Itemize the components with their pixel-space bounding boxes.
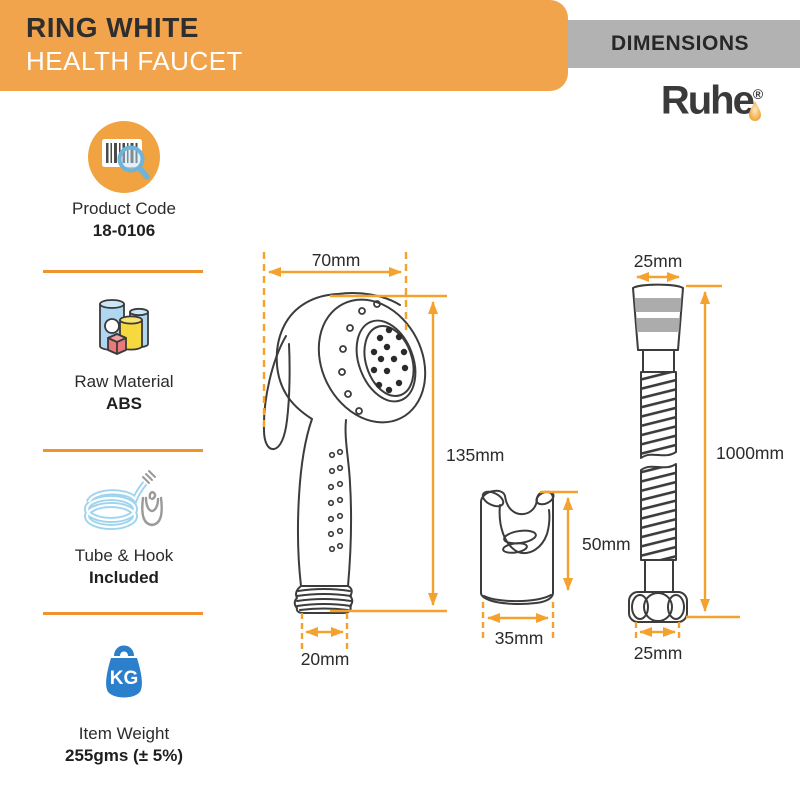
holder-drawing [480,489,555,605]
faucet-height-label: 135mm [446,445,504,465]
registered-trademark-icon: ® [752,86,764,102]
barcode-magnifier-icon [88,121,160,193]
dimension-lines [262,252,740,650]
product-code-value: 18-0106 [92,221,156,240]
sidebar-divider [43,270,203,273]
brand-wordmark: Ruhe® [660,78,764,123]
kg-text: KG [110,668,139,689]
tube-hook-label: Tube & Hook [74,546,174,565]
faucet-outlet-label: 20mm [301,649,350,669]
raw-material-label: Raw Material [74,372,174,391]
brand-logo: Ruhe® [624,72,800,123]
dimension-labels: 70mm 135mm 20mm 50mm 35mm 25mm 1000mm 25… [301,250,784,669]
product-name: RING WHITE [26,12,199,43]
product-code-label: Product Code [72,199,176,218]
holder-height-label: 50mm [582,534,631,554]
tube-and-hook-icon [84,470,163,530]
product-type: HEALTH FAUCET [26,46,243,76]
hose-length-label: 1000mm [716,443,784,463]
product-title-banner: RING WHITE HEALTH FAUCET [0,0,568,91]
item-weight-value: 255gms (± 5%) [65,746,183,765]
dimensions-banner: DIMENSIONS [560,20,800,68]
item-weight-label: Item Weight [78,724,170,743]
raw-material-value: ABS [106,394,142,413]
hose-top-label: 25mm [634,251,683,271]
info-item-weight: KG Item Weight 255gms (± 5%) [20,634,228,767]
water-drop-icon [748,101,761,121]
raw-material-containers-icon [99,299,149,355]
faucet-width-label: 70mm [312,250,361,270]
sidebar-divider [43,449,203,452]
tube-hook-value: Included [89,568,159,587]
hose-bottom-label: 25mm [634,643,683,663]
info-tube-hook: Tube & Hook Included [20,464,228,589]
sidebar-divider [43,612,203,615]
holder-width-label: 35mm [495,628,544,648]
info-raw-material: Raw Material ABS [20,288,228,415]
dimensions-banner-label: DIMENSIONS [610,32,749,55]
weight-kg-icon: KG [106,645,142,698]
faucet-drawing [262,292,427,614]
info-product-code: Product Code 18-0106 [20,119,228,242]
hose-drawing [628,283,688,623]
